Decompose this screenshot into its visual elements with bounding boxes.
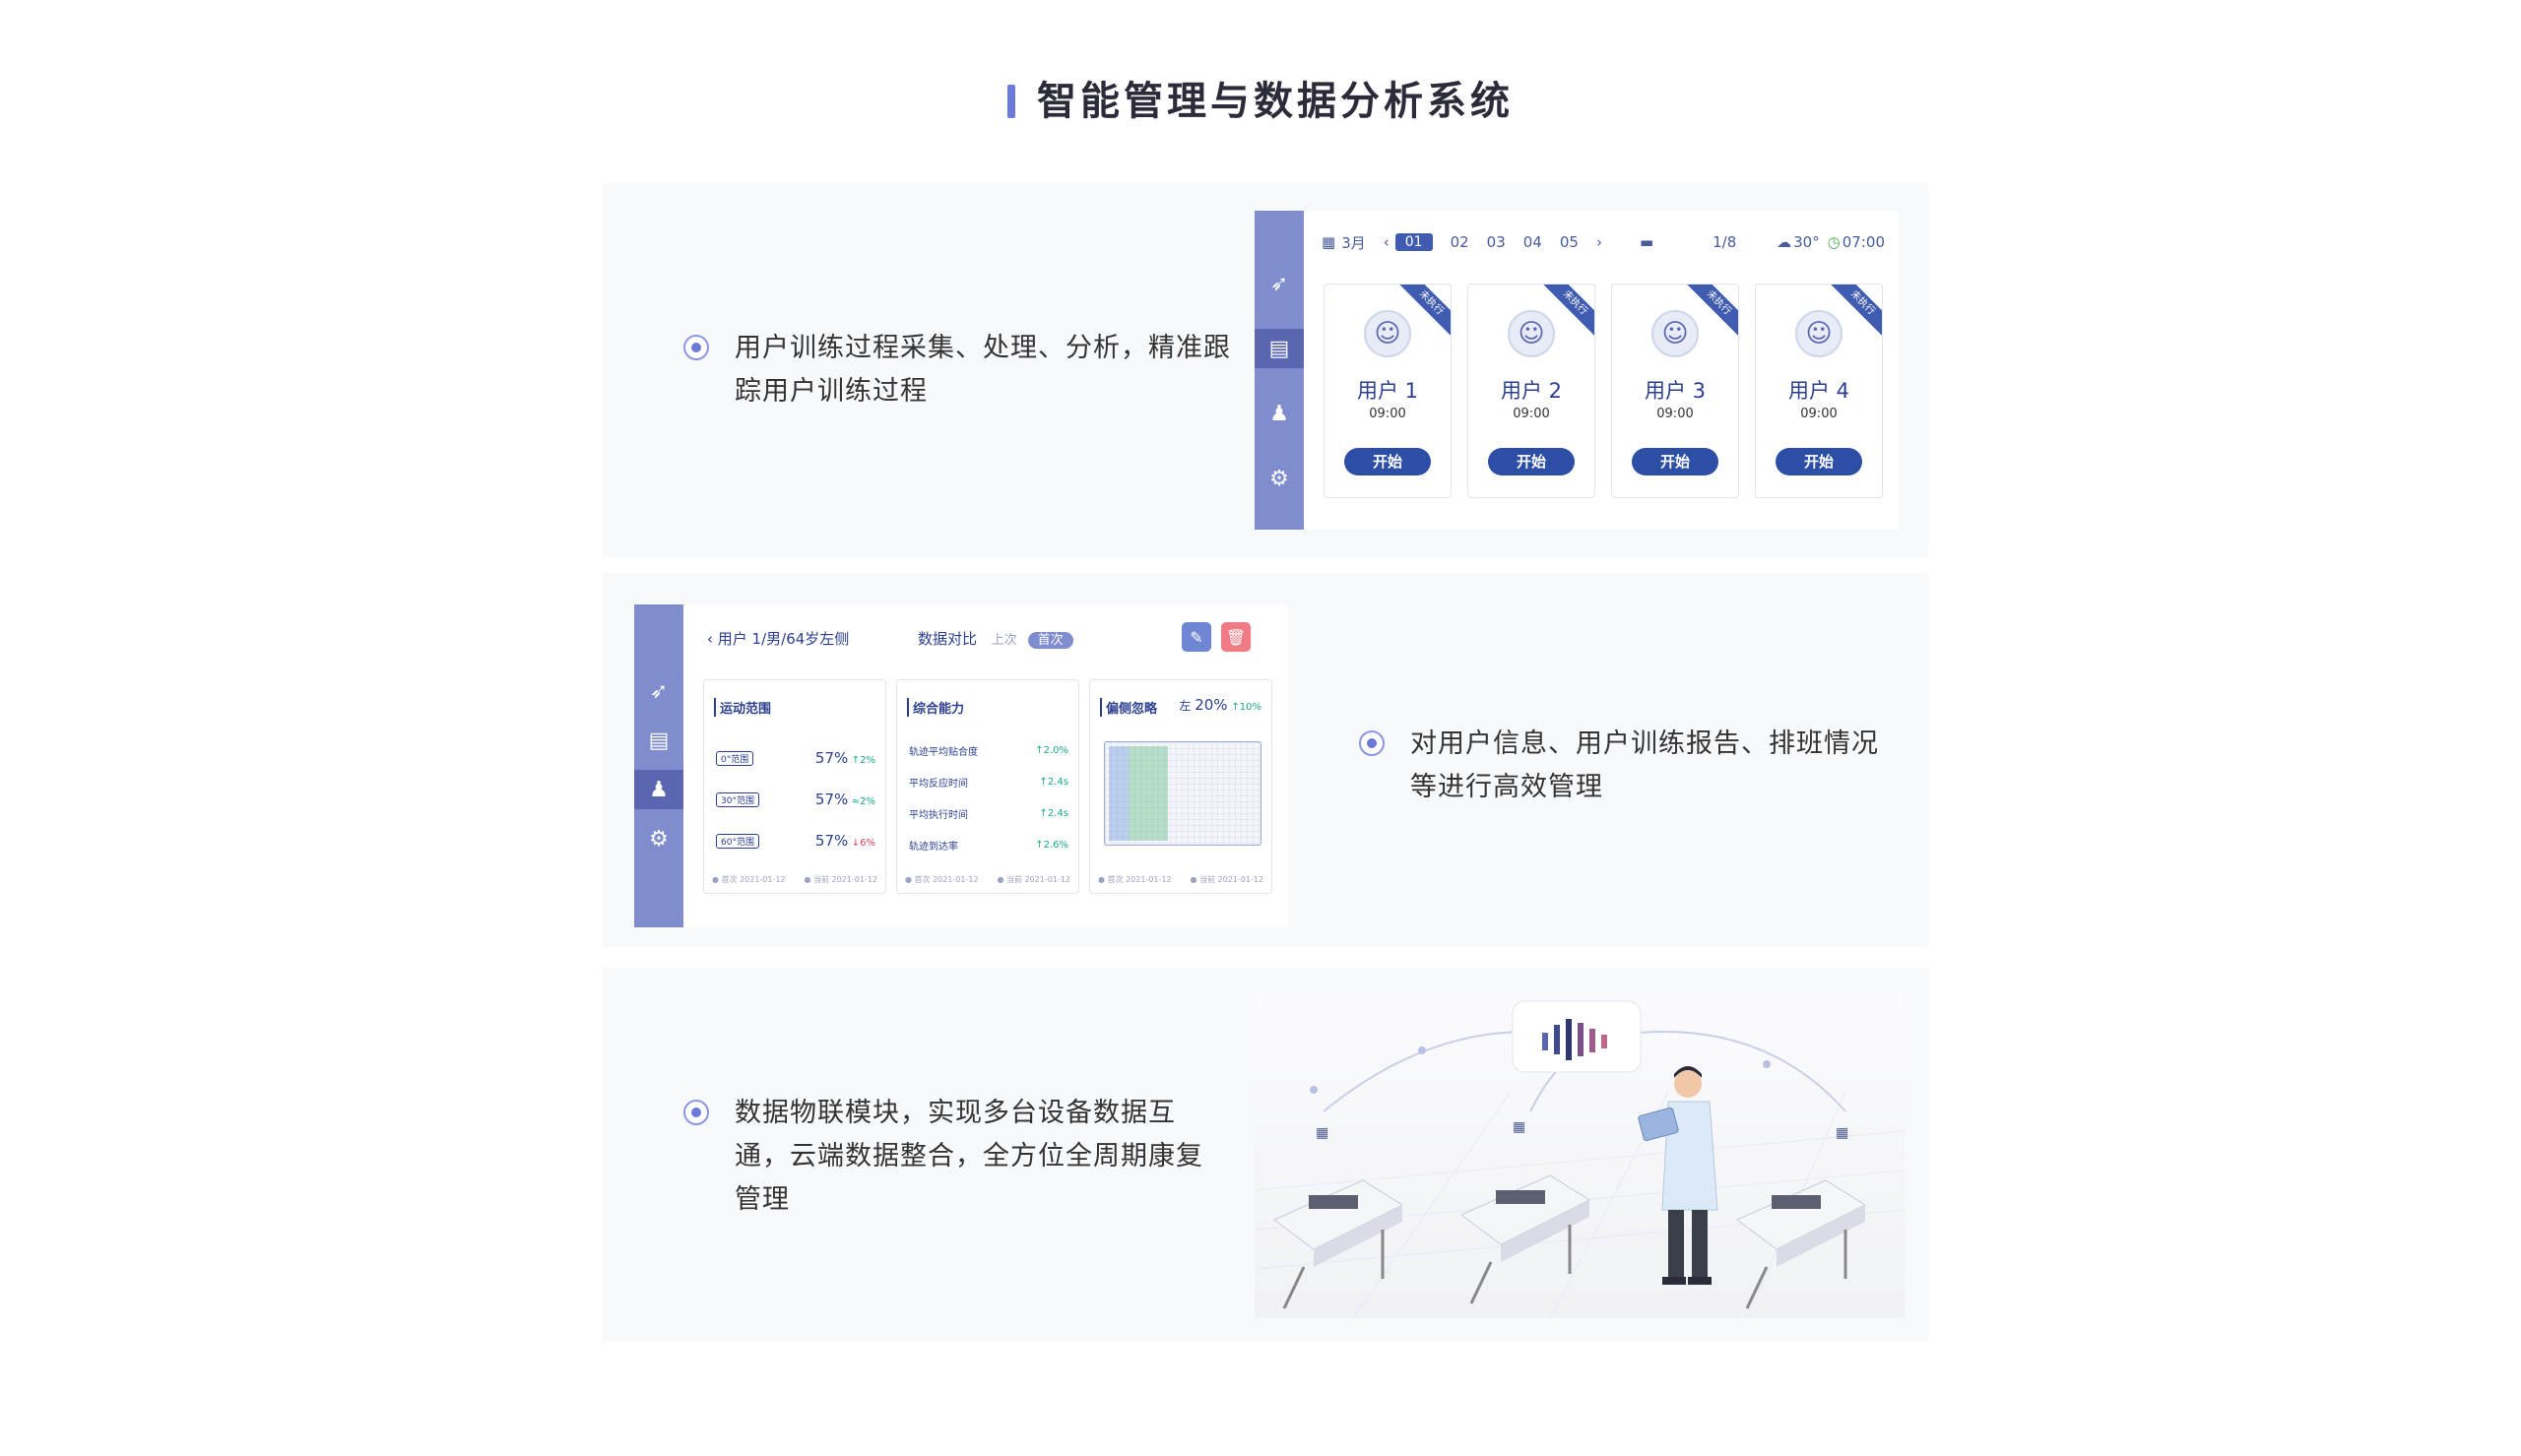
minimize-icon[interactable]: ▬ [1639,233,1654,251]
rehab-device [1736,1179,1867,1309]
title-accent-bar [1007,85,1015,118]
user-icon[interactable]: ♟ [634,770,683,809]
user-card[interactable]: 未执行 ☺ 用户 3 09:00 开始 [1611,284,1739,498]
report-icon[interactable]: ▤ [1255,329,1304,368]
user-name: 用户 3 [1644,379,1707,403]
report-icon[interactable]: ▤ [648,728,670,753]
feature-panel-iot: 数据物联模块，实现多台设备数据互 通，云端数据整合，全方位全周期康复 管理 [603,968,1928,1342]
weather-icon: ☁ [1777,233,1792,251]
iot-illustration: ▦ ▦ ▦ [1255,993,1905,1318]
back-icon[interactable]: ‹ [707,630,718,648]
day-tab-04[interactable]: 04 [1522,233,1542,251]
user-time: 09:00 [1656,407,1694,421]
svg-text:▦: ▦ [1513,1119,1525,1135]
feature-management-text: 对用户信息、用户训练报告、排班情况 等进行高效管理 [1410,728,1879,802]
card-title: 运动范围 [714,698,771,717]
avatar: ☺ [1364,310,1411,357]
user-name: 用户 2 [1500,379,1563,403]
rocket-icon[interactable]: ➶ [1269,271,1289,296]
page-title-text: 智能管理与数据分析系统 [1037,79,1514,124]
user-card[interactable]: 未执行 ☺ 用户 2 09:00 开始 [1467,284,1595,498]
feature-training-text: 用户训练过程采集、处理、分析，精准跟 踪用户训练过程 [735,333,1231,407]
compare-first[interactable]: 首次 [1027,632,1073,649]
month-label: 3月 [1341,233,1366,252]
feature-panel-management: ➶ ▤ ♟ ⚙ ‹ 用户 1/男/64岁左侧 数据对比 上次 首次 ✎ 🗑 运动… [603,573,1928,947]
user-header[interactable]: ‹ 用户 1/男/64岁左侧 [707,630,850,648]
gear-icon[interactable]: ⚙ [1269,466,1289,491]
sidebar: ➶ ▤ ♟ ⚙ [1255,211,1304,530]
card-title: 综合能力 [907,698,964,717]
day-tab-05[interactable]: 05 [1559,233,1579,251]
data-row: 轨迹到达率↑2.6% [909,840,1068,853]
user-report-mock: ➶ ▤ ♟ ⚙ ‹ 用户 1/男/64岁左侧 数据对比 上次 首次 ✎ 🗑 运动… [634,604,1288,927]
card-footer: ● 首次 2021-01-12● 当前 2021-01-12 [1098,875,1263,884]
rocket-icon[interactable]: ➶ [649,678,669,704]
card-footer: ● 首次 2021-01-12● 当前 2021-01-12 [905,875,1070,884]
page-indicator: 1/8 [1713,233,1737,251]
rehab-device [1460,1174,1591,1304]
avatar: ☺ [1651,310,1699,357]
cloud-data-icon [1512,1000,1642,1073]
bullet-icon [1359,730,1385,756]
start-button[interactable]: 开始 [1776,448,1862,475]
card-ability: 综合能力 轨迹平均贴合度↑2.0% 平均反应时间↑2.4s 平均执行时间↑2.4… [896,679,1079,894]
user-card[interactable]: 未执行 ☺ 用户 1 09:00 开始 [1324,284,1452,498]
day-tab-01[interactable]: 01 [1394,233,1433,251]
page-title: 智能管理与数据分析系统 [0,69,2521,126]
avatar: ☺ [1508,310,1555,357]
sidebar: ➶ ▤ ♟ ⚙ [634,604,683,927]
user-icon[interactable]: ♟ [1269,401,1289,426]
feature-training: 用户训练过程采集、处理、分析，精准跟 踪用户训练过程 [683,327,1231,413]
clock-icon: ◷ [1827,233,1841,251]
user-time: 09:00 [1369,407,1406,421]
compare-label: 数据对比 [918,630,978,648]
user-name: 用户 1 [1356,379,1419,403]
bullet-icon [683,335,709,360]
data-row: 平均执行时间↑2.4s [909,808,1068,821]
prev-icon[interactable]: ‹ [1383,233,1390,251]
svg-text:▦: ▦ [1316,1125,1328,1141]
temperature: 30° [1793,233,1820,251]
user-time: 09:00 [1513,407,1550,421]
start-button[interactable]: 开始 [1632,448,1718,475]
user-time: 09:00 [1800,407,1838,421]
data-row: 轨迹平均贴合度↑2.0% [909,745,1068,758]
compare-toggle: 数据对比 上次 首次 [918,628,1073,649]
start-button[interactable]: 开始 [1344,448,1431,475]
training-schedule-mock: ➶ ▤ ♟ ⚙ ▦ 3月 ‹ 01 02 03 04 05 › ▬ 1/8 ☁ … [1255,211,1899,530]
calendar-icon[interactable]: ▦ [1322,233,1336,251]
neglect-value: 左 20% ↑10% [1179,696,1261,714]
start-button[interactable]: 开始 [1488,448,1575,475]
rehab-device [1273,1179,1404,1309]
schedule-header: ▦ 3月 ‹ 01 02 03 04 05 › ▬ 1/8 ☁ 30° ◷ 07… [1322,228,1885,256]
neglect-grid [1104,741,1261,846]
feature-iot: 数据物联模块，实现多台设备数据互 通，云端数据整合，全方位全周期康复 管理 [683,1092,1203,1222]
delete-icon[interactable]: 🗑 [1221,622,1251,652]
feature-management: 对用户信息、用户训练报告、排班情况 等进行高效管理 [1359,723,1879,809]
day-tab-02[interactable]: 02 [1450,233,1469,251]
user-name: 用户 4 [1787,379,1850,403]
data-row: 平均反应时间↑2.4s [909,777,1068,790]
next-icon[interactable]: › [1595,233,1602,251]
edit-icon[interactable]: ✎ [1182,622,1211,652]
card-neglect: 偏侧忽略 左 20% ↑10% ● 首次 2021-01-12● 当前 2021… [1089,679,1272,894]
clock-time: 07:00 [1842,233,1885,251]
doctor-figure [1638,1066,1718,1285]
compare-last[interactable]: 上次 [991,633,1017,648]
card-title: 偏侧忽略 [1100,698,1157,717]
card-footer: ● 首次 2021-01-12● 当前 2021-01-12 [712,875,877,884]
bullet-icon [683,1100,709,1125]
feature-iot-text: 数据物联模块，实现多台设备数据互 通，云端数据整合，全方位全周期康复 管理 [735,1098,1203,1215]
svg-text:▦: ▦ [1836,1125,1848,1141]
day-tab-03[interactable]: 03 [1486,233,1506,251]
gear-icon[interactable]: ⚙ [649,826,669,852]
iot-network-illustration: ▦ ▦ ▦ [1255,1000,1905,1318]
user-card[interactable]: 未执行 ☺ 用户 4 09:00 开始 [1755,284,1883,498]
avatar: ☺ [1795,310,1842,357]
feature-panel-training: 用户训练过程采集、处理、分析，精准跟 踪用户训练过程 ➶ ▤ ♟ ⚙ ▦ 3月 … [603,183,1928,557]
